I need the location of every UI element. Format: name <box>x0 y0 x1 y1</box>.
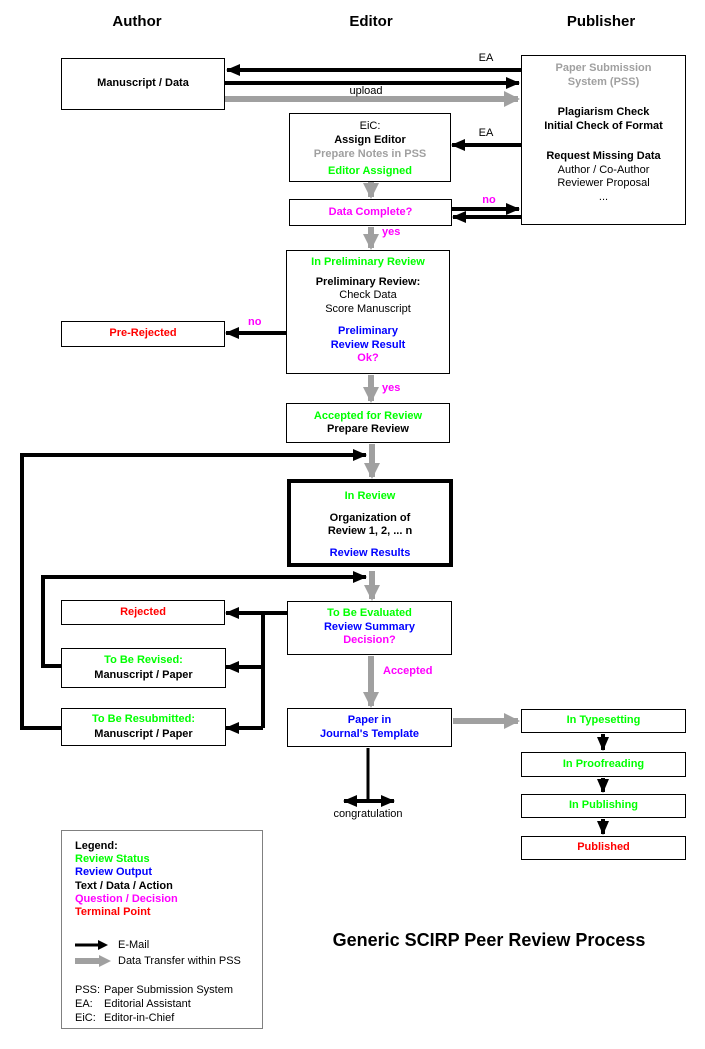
box-line: To Be Resubmitted: <box>91 713 196 725</box>
box-line: Plagiarism Check <box>557 106 650 118</box>
box-line: To Be Revised: <box>104 654 183 666</box>
box-line: In Review <box>344 490 396 502</box>
legend-abbr-eic: EiC: Editor-in-Chief <box>75 1011 262 1025</box>
box-line: Preliminary <box>338 325 398 337</box>
abbr: EA: <box>75 998 93 1011</box>
legend-box: Legend: Review Status Review Output Text… <box>61 830 263 1029</box>
accepted-for-review-box: Accepted for Review Prepare Review <box>286 403 450 443</box>
in-proofreading-box: In Proofreading <box>521 752 686 777</box>
box-line: To Be Evaluated <box>327 607 412 619</box>
preliminary-review-box: In Preliminary Review Preliminary Review… <box>286 250 450 374</box>
author-column-header: Author <box>112 13 162 30</box>
box-line: Reviewer Proposal <box>557 177 650 189</box>
legend-title: Legend: <box>75 840 118 852</box>
legend-question-decision: Question / Decision <box>75 892 178 905</box>
ea-label-mid: EA <box>478 127 494 139</box>
editor-column-header: Editor <box>349 13 393 30</box>
legend-abbr-ea: EA: Editorial Assistant <box>75 997 262 1011</box>
diagram-title: Generic SCIRP Peer Review Process <box>332 930 646 950</box>
email-arrow-icon <box>75 940 108 951</box>
upload-label: upload <box>349 85 383 97</box>
box-line: Data Complete? <box>328 205 413 218</box>
revise-feedback-arrow <box>41 571 367 668</box>
box-line: In Proofreading <box>562 757 645 770</box>
legend-email-label: E-Mail <box>118 939 150 952</box>
box-line: Initial Check of Format <box>544 119 663 132</box>
in-review-box: In Review Organization of Review 1, 2, .… <box>287 479 453 567</box>
legend-email-row: E-Mail <box>75 937 262 953</box>
box-line: Paper Submission <box>555 62 652 74</box>
box-line: In Preliminary Review <box>311 256 425 268</box>
box-line: Prepare Notes in PSS <box>313 148 427 160</box>
resubmit-feedback-arrow <box>20 449 367 730</box>
paper-submission-system-box: Paper Submission System (PSS) Plagiarism… <box>521 55 686 225</box>
box-line: Published <box>577 841 630 854</box>
box-line: Score Manuscript <box>325 302 411 315</box>
paper-in-template-box: Paper in Journal's Template <box>287 708 452 747</box>
box-line: Request Missing Data <box>546 150 661 162</box>
box-line: Prepare Review <box>327 423 409 435</box>
box-line: Journal's Template <box>320 727 419 740</box>
abbr: PSS: <box>75 984 101 997</box>
box-line: Pre-Rejected <box>109 327 177 340</box>
box-line: Assign Editor <box>334 134 406 146</box>
legend-review-output: Review Output <box>75 866 153 879</box>
to-be-revised-box: To Be Revised: Manuscript / Paper <box>61 648 226 688</box>
box-line: Review 1, 2, ... n <box>327 525 413 537</box>
assign-editor-box: EiC: Assign Editor Prepare Notes in PSS … <box>289 113 451 182</box>
box-line: In Typesetting <box>566 714 641 727</box>
box-line: Preliminary Review: <box>315 275 421 288</box>
publisher-column-header: Publisher <box>566 13 636 30</box>
box-line: System (PSS) <box>567 75 640 88</box>
no-label-data-complete: no <box>482 194 496 206</box>
box-line: Check Data <box>339 289 397 301</box>
no-label-preliminary: no <box>248 316 262 328</box>
to-be-evaluated-box: To Be Evaluated Review Summary Decision? <box>287 601 452 655</box>
box-line: Accepted for Review <box>313 409 423 422</box>
in-typesetting-box: In Typesetting <box>521 709 686 733</box>
box-line: Manuscript / Data <box>97 77 189 90</box>
box-line: Rejected <box>120 605 166 618</box>
box-line: Author / Co-Author <box>557 163 650 176</box>
accepted-label: Accepted <box>383 665 433 677</box>
pre-rejected-box: Pre-Rejected <box>61 321 225 347</box>
legend-abbr-pss: PSS: Paper Submission System <box>75 983 262 997</box>
yes-label-data-complete: yes <box>382 226 401 238</box>
data-transfer-arrow-icon <box>75 955 111 968</box>
box-line: Organization of <box>329 511 411 524</box>
abbr-definition: Editor-in-Chief <box>104 1012 175 1025</box>
abbr-definition: Paper Submission System <box>104 984 233 997</box>
data-complete-box: Data Complete? <box>289 199 452 226</box>
box-line: Decision? <box>343 634 396 646</box>
box-line: Paper in <box>347 714 392 726</box>
published-box: Published <box>521 836 686 860</box>
ea-label-top: EA <box>478 52 494 64</box>
abbr: EiC: <box>75 1012 96 1025</box>
box-line: Review Summary <box>323 620 416 633</box>
legend-review-status: Review Status <box>75 853 150 866</box>
rejected-box: Rejected <box>61 600 225 625</box>
abbr-definition: Editorial Assistant <box>104 998 191 1011</box>
legend-data-transfer-row: Data Transfer within PSS <box>75 953 262 969</box>
box-line: ... <box>598 190 609 203</box>
yes-label-preliminary: yes <box>382 382 401 394</box>
box-line: Review Results <box>329 546 411 559</box>
congratulation-label: congratulation <box>333 808 403 820</box>
box-line: Ok? <box>357 352 379 364</box>
box-line: In Publishing <box>568 799 639 812</box>
box-line: Manuscript / Paper <box>94 669 193 681</box>
legend-terminal-point: Terminal Point <box>75 906 151 919</box>
in-publishing-box: In Publishing <box>521 794 686 818</box>
box-line: EiC: <box>359 120 381 132</box>
to-be-resubmitted-box: To Be Resubmitted: Manuscript / Paper <box>61 708 226 746</box>
legend-text-data-action: Text / Data / Action <box>75 879 173 892</box>
legend-data-transfer-label: Data Transfer within PSS <box>118 955 241 968</box>
box-line: Manuscript / Paper <box>94 728 193 740</box>
manuscript-data-box: Manuscript / Data <box>61 58 225 110</box>
box-line: Editor Assigned <box>328 165 412 177</box>
box-line: Review Result <box>330 338 406 351</box>
